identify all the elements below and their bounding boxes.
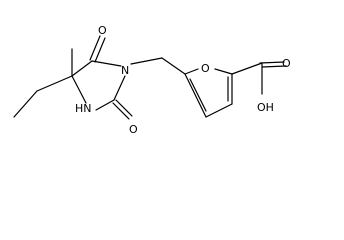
atom-labels: N HN O O O O OH xyxy=(75,24,291,136)
atom-label-o-furan: O xyxy=(201,62,210,75)
bond-cooh-o-double-a xyxy=(259,61,285,64)
molecule-structure: N HN O O O O OH xyxy=(13,24,291,136)
bonds xyxy=(13,35,287,120)
bond-furan-c4-c3 xyxy=(205,103,233,118)
bond-furan-c3-c2 xyxy=(184,73,207,118)
atom-label-o-lower: O xyxy=(129,123,138,136)
bond-c5-n1 xyxy=(91,60,122,67)
bond-c4-c5 xyxy=(71,60,93,77)
bond-c2-o-double-a xyxy=(112,102,130,120)
atom-label-nh: HN xyxy=(75,102,92,115)
atom-label-n: N xyxy=(121,64,129,77)
bond-n1-c2 xyxy=(113,75,126,101)
bond-ch2-furan xyxy=(161,57,186,75)
bond-n1-ch2 xyxy=(130,57,163,65)
bond-furan-c2-o xyxy=(184,68,199,75)
bond-n3-c4 xyxy=(71,75,87,104)
bond-c2-n3 xyxy=(95,99,115,111)
bond-c5-o-double-a xyxy=(89,35,101,61)
bond-furan-o-c5 xyxy=(214,68,233,75)
bond-furan-cooh xyxy=(231,62,263,75)
atom-label-o-carbonyl: O xyxy=(282,57,291,70)
bond-cooh-o-double-b xyxy=(261,65,287,68)
bond-c2-o-double-b xyxy=(115,99,133,117)
bond-ethyl-ch2 xyxy=(36,75,73,92)
atom-label-oh: OH xyxy=(257,101,274,114)
bond-c5-o-double-b xyxy=(94,37,106,63)
bond-furan-double-left xyxy=(189,78,207,112)
bond-ethyl-terminal xyxy=(13,90,38,118)
atom-label-o-upper: O xyxy=(98,24,107,37)
